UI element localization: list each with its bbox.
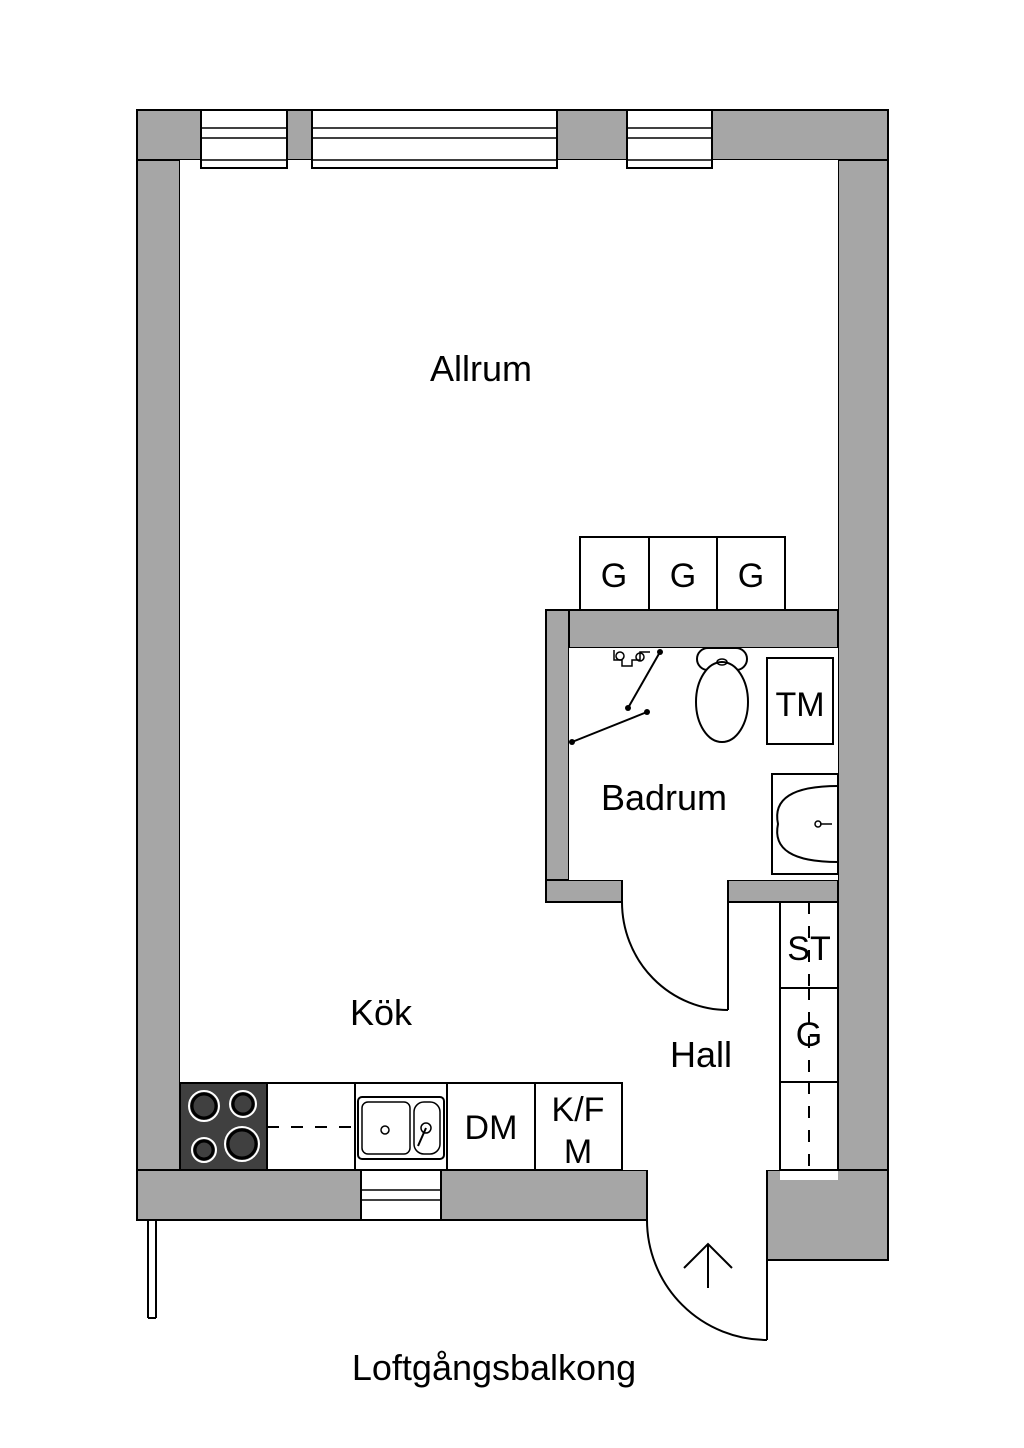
linen-closet-label: ST <box>787 930 830 968</box>
room-label-kok: Kök <box>350 992 413 1033</box>
wall-left <box>136 109 181 1221</box>
bath-wall-bottom-right <box>727 879 839 903</box>
wall-bottom-mid <box>440 1169 648 1221</box>
wall-top-pier-2 <box>556 109 628 161</box>
wall-bottom-left <box>136 1169 362 1221</box>
wardrobe-3 <box>716 536 786 611</box>
fridge-freezer <box>534 1082 623 1171</box>
linen-closet <box>779 901 839 989</box>
wardrobe-1 <box>579 536 650 611</box>
room-label-badrum: Badrum <box>601 777 727 818</box>
window-3 <box>626 109 713 169</box>
dishwasher <box>446 1082 536 1171</box>
bath-wall-left <box>545 609 570 903</box>
balcony-railing <box>147 1220 157 1319</box>
wall-top-right <box>711 109 889 161</box>
fridge-freezer-label-2: M <box>564 1133 592 1171</box>
kitchen-counter: DM K/F M <box>179 1082 623 1171</box>
entrance-arrow-icon <box>683 1242 733 1288</box>
dishwasher-label: DM <box>465 1109 518 1147</box>
toilet-icon <box>695 647 749 743</box>
washing-machine-label: TM <box>775 686 824 724</box>
entrance-door <box>646 1219 768 1341</box>
window-2 <box>311 109 558 169</box>
wall-bottom-right <box>766 1169 889 1261</box>
wardrobe-2 <box>648 536 718 611</box>
outer-walls <box>136 109 889 1261</box>
sink-icon <box>771 773 839 875</box>
room-label-hall: Hall <box>670 1034 732 1075</box>
bath-wall-bottom-left <box>545 879 623 903</box>
fridge-freezer-label-1: K/F <box>552 1091 605 1129</box>
room-label-allrum: Allrum <box>430 348 532 389</box>
wardrobe-2-label: G <box>670 557 696 595</box>
wall-top-left <box>136 109 202 161</box>
window-1 <box>200 109 288 169</box>
wall-right <box>837 109 889 1261</box>
floor-seam <box>780 1170 838 1180</box>
windows-top <box>200 109 713 169</box>
window-kitchen <box>360 1169 442 1221</box>
balcony-label: Loftgångsbalkong <box>352 1347 636 1388</box>
bath-wall-top <box>545 609 839 649</box>
shower-icon <box>569 649 663 745</box>
bathroom-door <box>621 901 729 1011</box>
hall-wardrobe-label: G <box>796 1016 822 1054</box>
washing-machine: TM <box>766 657 834 745</box>
wall-top-pier-1 <box>286 109 313 161</box>
wardrobes-row: G G G <box>579 536 786 611</box>
hall-storage: ST G <box>779 901 839 1171</box>
wardrobe-3-label: G <box>738 557 764 595</box>
wardrobe-1-label: G <box>601 557 627 595</box>
